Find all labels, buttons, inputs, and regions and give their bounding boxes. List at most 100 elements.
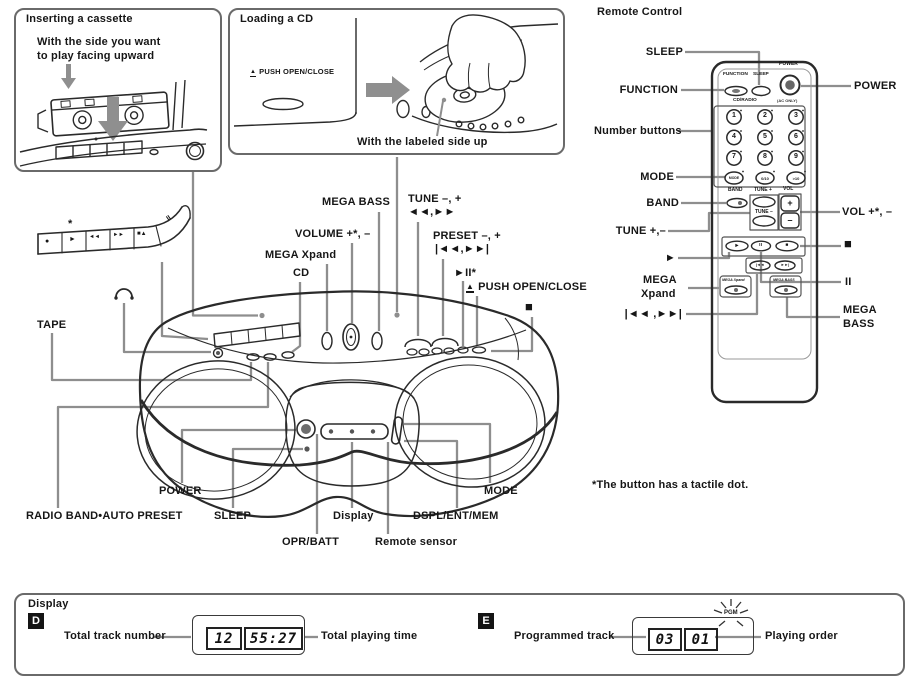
- cd-illustration: [233, 14, 559, 137]
- lcd-frame-e: [632, 617, 754, 655]
- label-sleep: SLEEP: [214, 510, 252, 522]
- playing-order-label: Playing order: [765, 630, 838, 642]
- remote-function-button-label: FUNCTION: [723, 72, 748, 77]
- remote-label-tune: TUNE +,–: [615, 225, 666, 237]
- label-tape: TAPE: [37, 319, 67, 331]
- cd-push-open-close-text: PUSH OPEN/CLOSE: [259, 67, 335, 76]
- remote-key-2[interactable]: 2: [763, 112, 767, 119]
- tape-strip-drawing: [37, 205, 191, 255]
- prog-track-value: 03: [655, 631, 675, 648]
- callout-lines: [50, 50, 851, 639]
- total-track-value: 12: [214, 630, 234, 647]
- lcd-frame-d: [192, 615, 305, 655]
- remote-vol-minus-button[interactable]: –: [787, 215, 793, 225]
- remote-key-gt10[interactable]: >10: [792, 175, 800, 181]
- label-mega-xpand: MEGA Xpand: [265, 249, 337, 261]
- eject-icon: ▲: [466, 282, 475, 293]
- tape-record-icon: ●: [45, 238, 50, 245]
- remote-key-mode[interactable]: MODE: [728, 176, 740, 180]
- label-stop-square: ■: [525, 299, 534, 314]
- label-power: POWER: [159, 485, 202, 497]
- remote-label-vol: VOL +*, –: [842, 206, 893, 218]
- cassette-box-title: Inserting a cassette: [26, 13, 133, 25]
- headphones-icon: [114, 288, 134, 300]
- remote-key-7[interactable]: 7: [732, 153, 736, 160]
- remote-label-mode: MODE: [640, 171, 674, 183]
- pgm-indicator: PGM: [723, 610, 739, 616]
- remote-key-8[interactable]: 8: [763, 153, 767, 160]
- label-opr-batt: OPR/BATT: [282, 536, 340, 548]
- label-radio-band: RADIO BAND•AUTO PRESET: [26, 510, 183, 522]
- remote-prev-button[interactable]: |◄◄: [755, 262, 765, 267]
- cd-labeled-side-note: With the labeled side up: [357, 136, 488, 148]
- remote-label-mega-bass-1: MEGA: [843, 304, 877, 316]
- lcd-total-track-cell: 12: [206, 627, 242, 650]
- remote-ac-only-note: (AC ONLY): [777, 98, 798, 103]
- label-volume: VOLUME +*, –: [295, 228, 371, 240]
- label-mega-bass: MEGA BASS: [322, 196, 391, 208]
- label-preset-line2: |◄◄,►►|: [435, 243, 490, 255]
- pgm-flash-rays: [713, 599, 749, 627]
- remote-stop-button[interactable]: ■: [785, 243, 789, 248]
- remote-key-6[interactable]: 6: [794, 133, 798, 140]
- label-mode: MODE: [484, 485, 518, 497]
- remote-drawing: [710, 60, 819, 404]
- programmed-track-label: Programmed track: [514, 630, 615, 642]
- remote-next-button[interactable]: ►►|: [780, 262, 790, 267]
- remote-label-stop: ■: [844, 236, 853, 251]
- remote-sleep-button-label: SLEEP: [753, 72, 769, 77]
- tape-play-icon: ►: [69, 236, 76, 243]
- display-d-tag: D: [28, 613, 44, 629]
- display-box-title: Display: [28, 598, 69, 610]
- remote-label-mega-xpand-1: MEGA: [643, 274, 677, 286]
- label-display: Display: [333, 510, 374, 522]
- total-time-label: Total playing time: [321, 630, 418, 642]
- remote-label-number-buttons: Number buttons: [594, 125, 682, 137]
- display-box-frame: [14, 593, 905, 676]
- tactile-dot-footnote: *The button has a tactile dot.: [592, 479, 749, 491]
- remote-label-sleep: SLEEP: [645, 46, 683, 58]
- remote-label-band: BAND: [646, 197, 679, 209]
- remote-label-mega-bass-2: BASS: [843, 318, 875, 330]
- total-track-label: Total track number: [64, 630, 166, 642]
- eject-icon: ▲: [250, 69, 257, 77]
- remote-key-4[interactable]: 4: [732, 133, 736, 140]
- label-tune-line2: ◄◄,►►: [408, 206, 456, 218]
- tape-rewind-icon: ◄◄: [89, 234, 100, 240]
- remote-band-text: BAND: [728, 187, 743, 193]
- label-preset-line1: PRESET –, +: [433, 230, 501, 242]
- remote-key-3[interactable]: 3: [794, 112, 798, 119]
- remote-label-function: FUNCTION: [619, 84, 678, 96]
- main-unit-drawing: [136, 290, 560, 518]
- prog-order-value: 01: [691, 631, 711, 648]
- total-time-value: 55:27: [249, 630, 298, 647]
- remote-power-button-label: POWER: [779, 61, 798, 67]
- remote-key-9[interactable]: 9: [794, 153, 798, 160]
- remote-pause-button[interactable]: II: [759, 243, 763, 248]
- remote-key-0-10[interactable]: 0/10: [761, 175, 769, 181]
- remote-cd-radio-label: CD/RADIO: [733, 98, 757, 103]
- tape-stop-eject-icon: ■▲: [137, 231, 147, 237]
- remote-mega-xpand-text: MEGA Xpand: [722, 278, 745, 282]
- label-cd: CD: [293, 267, 310, 279]
- remote-play-button[interactable]: ►: [734, 243, 740, 249]
- remote-label-skip: |◄◄ ,►►|: [624, 308, 682, 320]
- remote-label-mega-xpand-2: Xpand: [641, 288, 676, 300]
- remote-vol-plus-button[interactable]: +: [787, 198, 793, 208]
- cd-box-title: Loading a CD: [240, 13, 314, 25]
- remote-tune-minus-text: TUNE –: [755, 209, 773, 215]
- lcd-prog-track-cell: 03: [648, 628, 682, 651]
- remote-label-pause: II: [845, 276, 852, 288]
- cassette-note-line1: With the side you want: [37, 36, 161, 48]
- remote-key-1[interactable]: 1: [732, 112, 736, 119]
- label-remote-sensor: Remote sensor: [375, 536, 458, 548]
- label-dspl-ent-mem: DSPL/ENT/MEM: [413, 510, 499, 522]
- cassette-box-frame: [14, 8, 222, 172]
- remote-mega-bass-text: MEGA BASS: [773, 278, 795, 282]
- lcd-total-time-cell: 55:27: [244, 627, 303, 650]
- tape-ff-icon: ►►: [113, 232, 124, 238]
- remote-title: Remote Control: [597, 6, 683, 18]
- remote-key-5[interactable]: 5: [763, 133, 767, 140]
- label-push-open-close: ▲PUSH OPEN/CLOSE: [466, 281, 587, 294]
